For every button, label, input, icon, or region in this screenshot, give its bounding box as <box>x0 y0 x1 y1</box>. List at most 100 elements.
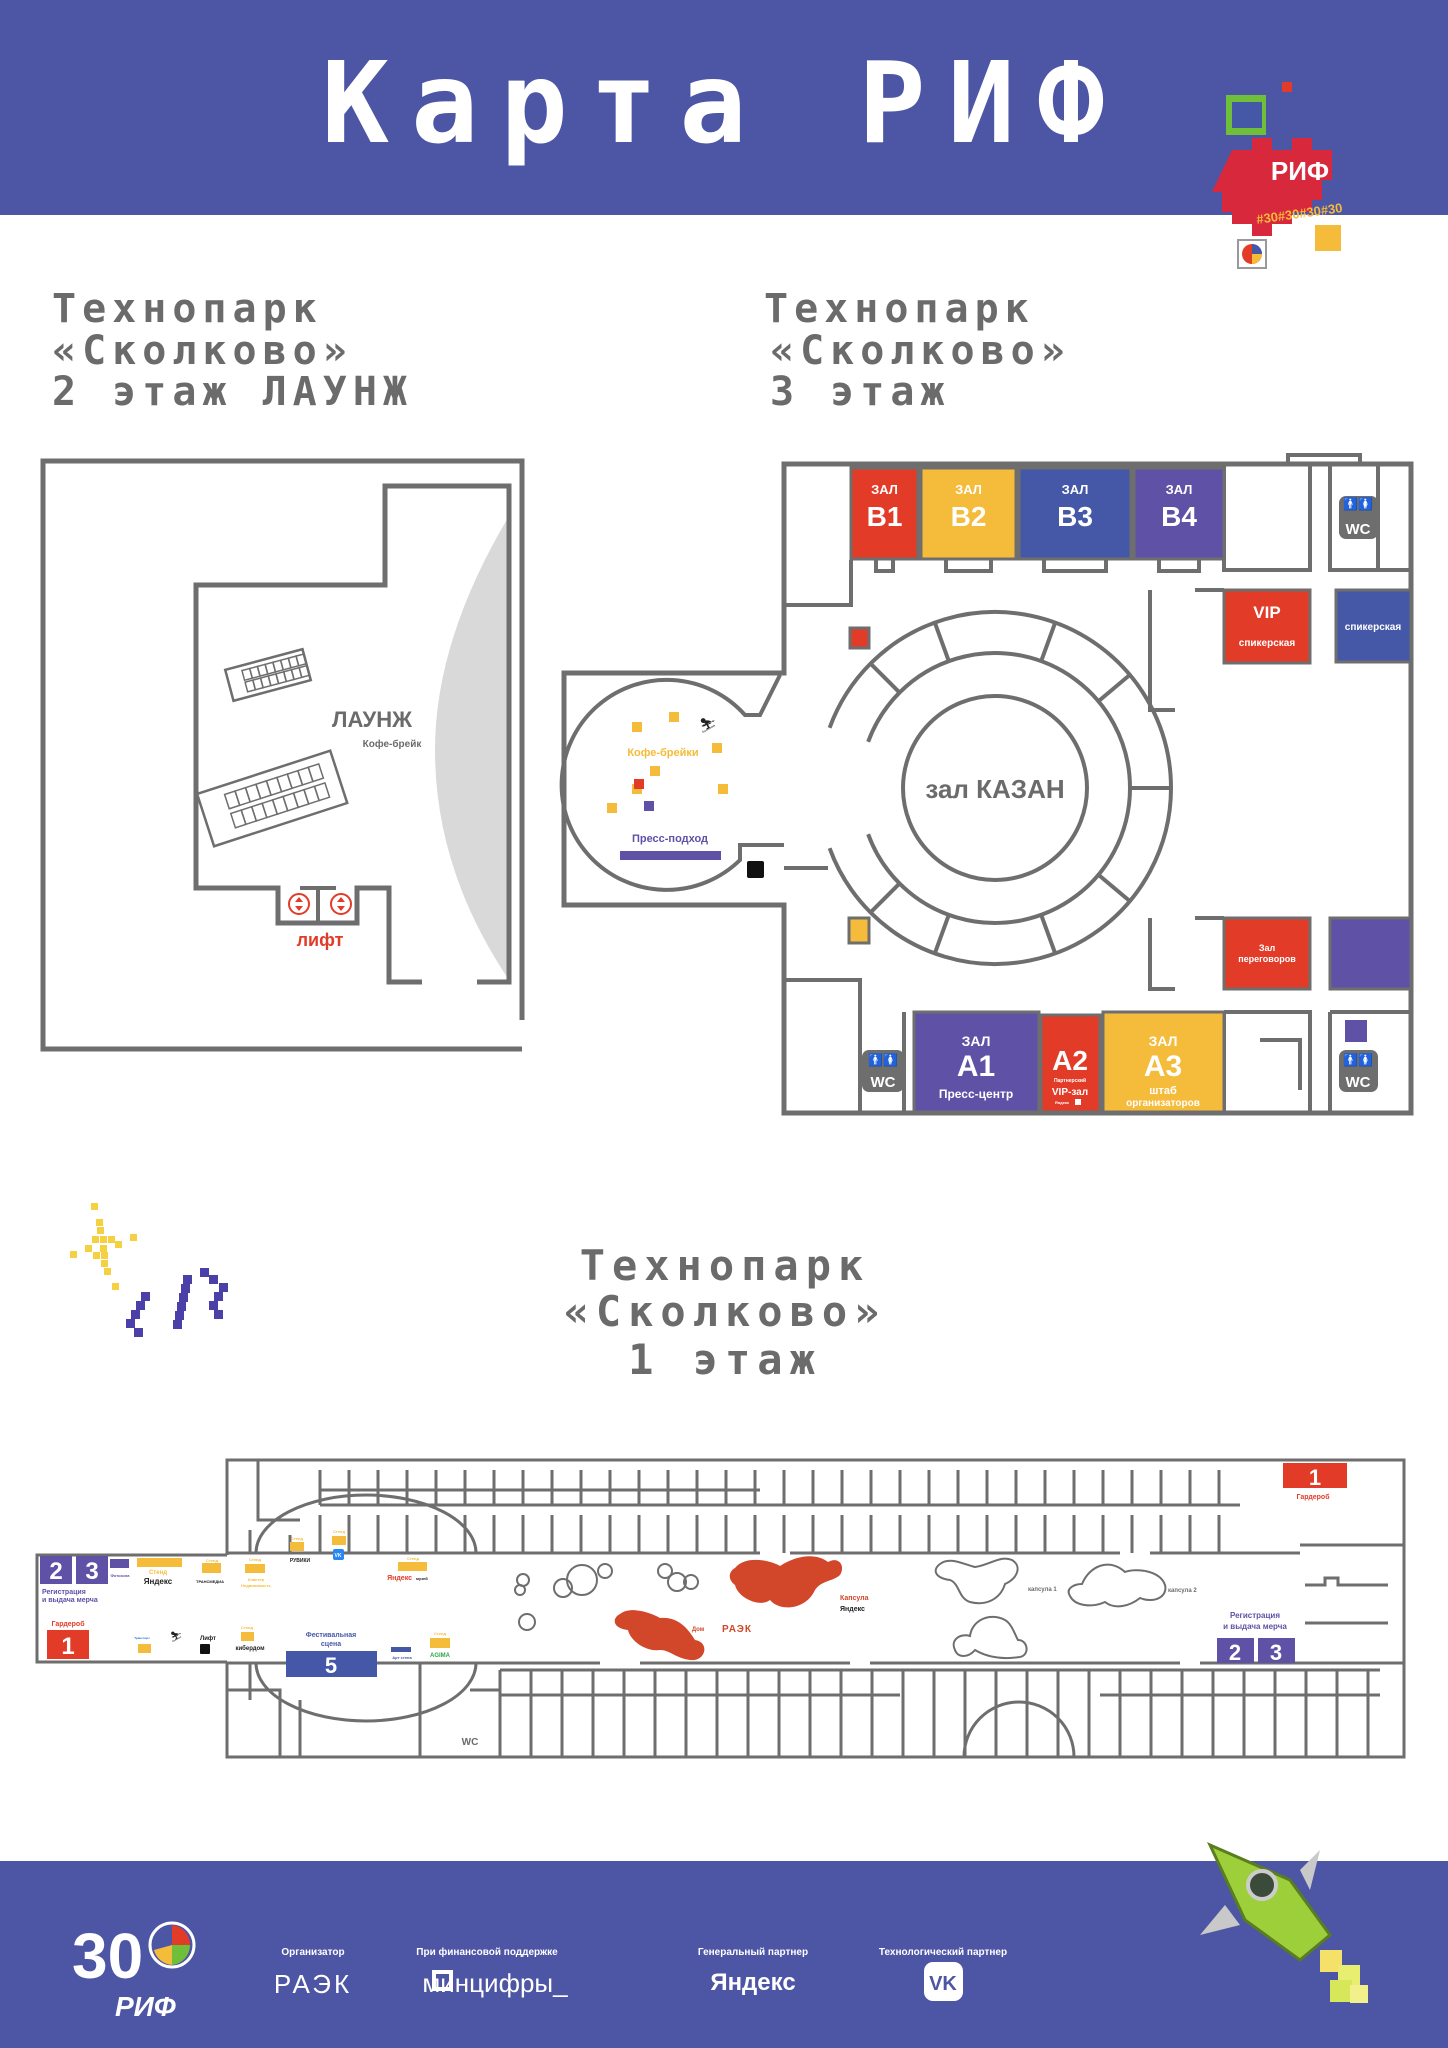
lift-label: Лифт <box>200 1635 216 1642</box>
capsule-3-outline <box>952 1615 1028 1660</box>
transport-logo: Транспорт <box>134 1636 150 1640</box>
escalator-icon: ⛷ <box>699 717 717 733</box>
vk-logo: VK <box>929 1973 957 1995</box>
speaker-room-label: спикерская <box>1345 622 1402 633</box>
kazan-inner-circle <box>901 694 1089 882</box>
kazan-seating-ring <box>866 651 1132 925</box>
lift-icon <box>288 893 310 915</box>
coffee-stand-marker <box>607 803 617 813</box>
purple-marker <box>1345 1020 1367 1042</box>
small-red-stand <box>848 626 871 650</box>
footer-bar <box>0 1861 1448 2048</box>
registration-right-box-3 <box>1258 1638 1295 1663</box>
purple-room <box>1328 916 1413 991</box>
lift-icon <box>330 893 352 915</box>
wc-label: WC <box>462 1737 479 1748</box>
press-approach-bar <box>620 851 721 860</box>
negotiations-room <box>1222 916 1312 991</box>
kazan-sector-divider <box>1039 914 1058 955</box>
rubiki-logo: РУВИКИ <box>290 1558 311 1564</box>
hall-b1 <box>849 466 920 561</box>
art-wall-bar <box>391 1647 411 1652</box>
vk-stand-label: Стенд <box>333 1529 345 1534</box>
kazan-sector-divider <box>869 882 901 914</box>
yandex-logo: Яндекс <box>144 1577 173 1586</box>
capsule-yandex-logo: Яндекс <box>840 1606 865 1613</box>
hall-doorway <box>1042 559 1108 573</box>
registration-right-box-2 <box>1217 1638 1254 1663</box>
hall-a3-name: A3 <box>1144 1050 1182 1083</box>
kazan-label: зал КАЗАН <box>925 774 1064 804</box>
coffee-break-label: Кофе-брейк <box>363 738 423 750</box>
stage-label-1: Фестивальная <box>306 1632 356 1639</box>
hall-a2 <box>1039 1013 1102 1114</box>
cluster-label-2: Недвижимость <box>241 1583 271 1588</box>
registration-right-label-1: Регистрация <box>1230 1611 1280 1620</box>
kazan-sector-divider <box>1097 873 1132 903</box>
hall-name: B2 <box>951 501 987 532</box>
wardrobe-right-num: 1 <box>1309 1465 1321 1490</box>
registration-box-2 <box>40 1556 72 1584</box>
badge-logo-text: РИФ <box>1271 156 1329 186</box>
hall-a3-prefix: ЗАЛ <box>1149 1033 1178 1049</box>
rif-logo-name: РИФ <box>115 1991 176 2022</box>
escalator-large <box>195 749 349 848</box>
kazan-sector-divider <box>1097 673 1132 703</box>
coffee-stand-marker <box>644 801 654 811</box>
hall-prefix: ЗАЛ <box>1062 482 1089 497</box>
lift-icon <box>747 861 764 878</box>
floor2-inner-wall <box>193 483 512 985</box>
header-bar <box>0 0 1448 215</box>
decorative-circles <box>514 1563 699 1631</box>
small-yellow-stand <box>847 916 871 945</box>
coffee-breaks-label: Кофе-брейки <box>627 747 698 759</box>
wc-people-icon: 🚹🚺 <box>1343 497 1373 511</box>
page-title: Карта РИФ <box>322 39 1127 169</box>
rubiki-stand-label: Стенд <box>291 1536 303 1541</box>
floor1-heading-line3: 1 этаж <box>628 1335 822 1384</box>
floor2-heading-line2: «Сколково» <box>52 328 353 374</box>
coffee-stand-marker <box>632 722 642 732</box>
negotiations-label-1: Зал <box>1259 943 1276 953</box>
registration-label-2: и выдача мерча <box>42 1597 98 1604</box>
raek-logo: РАЭК <box>274 1969 352 1999</box>
hall-b2 <box>919 466 1018 561</box>
wc-sign: 🚹🚺 WC <box>862 1050 904 1092</box>
capsule-yandex-label: Капсула <box>840 1595 869 1602</box>
kiberdom-logo: кибердом <box>235 1645 265 1652</box>
wc-label: WC <box>1346 1074 1371 1091</box>
capsule-2-label: капсула 2 <box>1168 1588 1197 1594</box>
hall-name: B3 <box>1057 501 1093 532</box>
hall-prefix: ЗАЛ <box>955 482 982 497</box>
hall-a2-sub1: Партнерский <box>1054 1077 1086 1084</box>
floor3-wall <box>1286 453 1362 464</box>
tech-partner-label: Технологический партнер <box>879 1947 1007 1958</box>
registration-right-num-2: 2 <box>1229 1640 1241 1665</box>
hall-doorway <box>1157 559 1201 573</box>
hall-a3-sub1: штаб <box>1149 1085 1177 1097</box>
floor1-outer-wall <box>35 1458 1406 1759</box>
wardrobe-right-label: Гардероб <box>1296 1493 1330 1501</box>
wc-people-icon: 🚹🚺 <box>1343 1053 1373 1067</box>
coffee-stand-marker <box>669 712 679 722</box>
hall-a2-sub2: VIP-зал <box>1052 1087 1088 1098</box>
capsule-yandex-blob <box>729 1556 843 1608</box>
registration-right-label-2: и выдача мерча <box>1223 1622 1287 1631</box>
rubiki-stand-bar <box>290 1542 304 1551</box>
yandex-stand-bar <box>137 1558 182 1567</box>
floor1-map: 2 3 Регистрация и выдача мерча Фотозона … <box>35 1458 1406 1759</box>
stage-num: 5 <box>325 1653 337 1678</box>
vip-speaker-room <box>1222 588 1312 665</box>
kiberdom-stand-bar <box>241 1632 254 1641</box>
museum-stand-bar <box>398 1562 427 1571</box>
floor2-heading-line3: 2 этаж ЛАУНЖ <box>52 369 413 415</box>
floor3-outer-wall <box>561 461 1414 1116</box>
hall-prefix: ЗАЛ <box>1166 482 1193 497</box>
photozone-bar <box>110 1559 129 1568</box>
hall-a1-name: A1 <box>957 1050 995 1083</box>
art-wall-label: Арт стена <box>392 1655 412 1660</box>
vip-label: VIP <box>1253 603 1280 622</box>
registration-num-2: 2 <box>49 1558 62 1585</box>
rocket-illustration <box>1200 1842 1368 2003</box>
